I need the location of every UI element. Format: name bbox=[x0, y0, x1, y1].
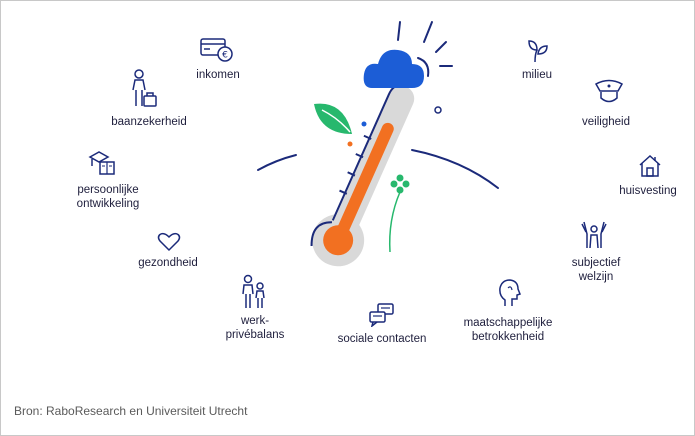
cloud-icon bbox=[363, 49, 424, 88]
sun-icon bbox=[397, 21, 453, 77]
sprout-icon bbox=[528, 40, 548, 63]
label-maatschappelijke-betrokkenheid: maatschappelijke betrokkenheid bbox=[463, 317, 553, 343]
graduation-book-icon bbox=[88, 151, 115, 175]
label-milieu: milieu bbox=[521, 69, 553, 81]
person-briefcase-icon bbox=[132, 69, 157, 107]
label-werk-privebalans: werk- privébalans bbox=[225, 315, 285, 341]
label-gezondheid: gezondheid bbox=[138, 257, 198, 269]
svg-text:€: € bbox=[222, 51, 228, 61]
chat-bubbles-icon bbox=[369, 303, 394, 327]
right-arc bbox=[411, 149, 499, 189]
clover-icon bbox=[390, 174, 410, 194]
head-profile-icon bbox=[499, 279, 521, 306]
heart-icon bbox=[157, 232, 181, 252]
left-arc bbox=[257, 154, 297, 171]
source-caption: Bron: RaboResearch en Universiteit Utrec… bbox=[14, 404, 248, 418]
label-sociale-contacten: sociale contacten bbox=[337, 333, 427, 345]
label-veiligheid: veiligheid bbox=[582, 116, 630, 128]
leaf-icon bbox=[314, 103, 352, 134]
label-persoonlijke-ontwikkeling: persoonlijke ontwikkeling bbox=[76, 184, 140, 210]
label-baanzekerheid: baanzekerheid bbox=[111, 116, 187, 128]
people-icon bbox=[242, 274, 265, 308]
label-subjectief-welzijn: subjectief welzijn bbox=[571, 257, 621, 283]
police-cap-icon bbox=[594, 79, 624, 103]
house-icon bbox=[639, 154, 661, 177]
label-huisvesting: huisvesting bbox=[619, 185, 677, 197]
label-inkomen: inkomen bbox=[196, 69, 240, 81]
raised-hands-icon bbox=[581, 221, 607, 249]
wallet-card-icon: € bbox=[200, 38, 233, 62]
